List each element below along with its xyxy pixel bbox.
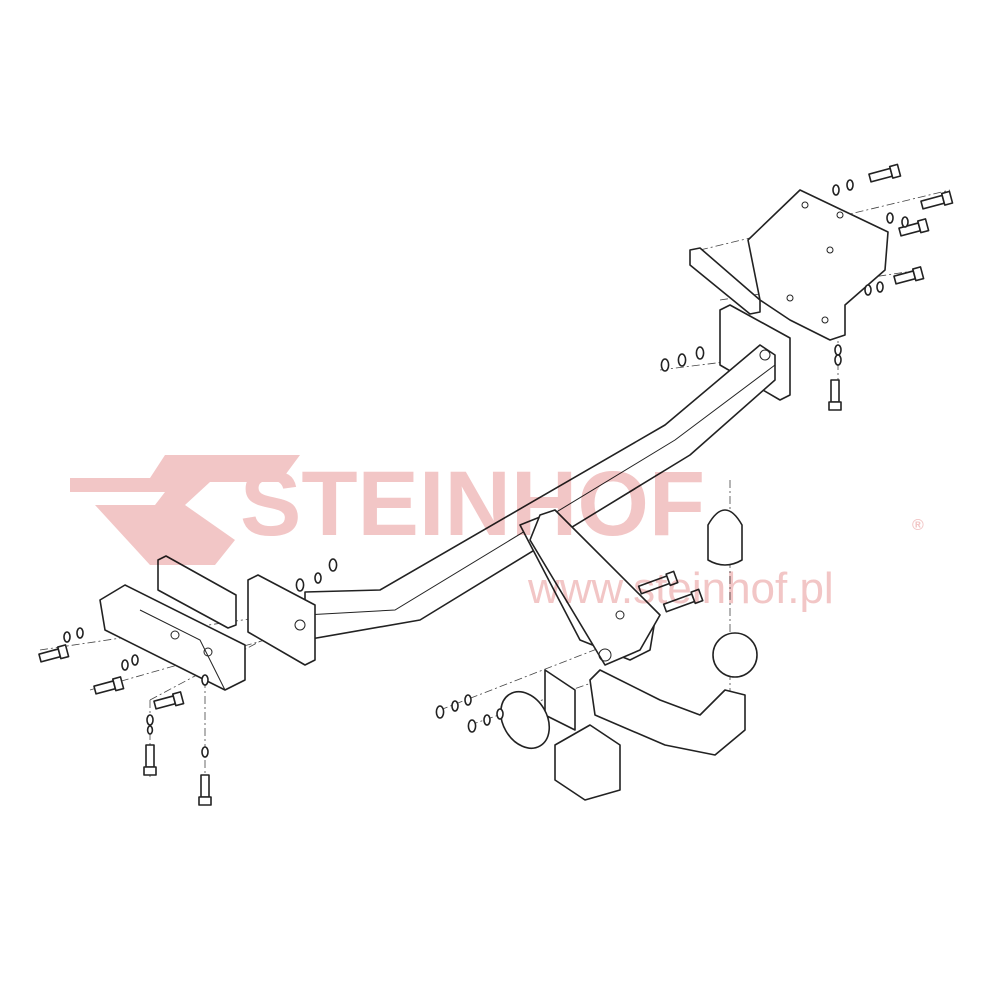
washer (121, 659, 129, 671)
washer (876, 281, 884, 293)
washer (201, 674, 209, 686)
left-mounting-bracket (99, 555, 246, 691)
washer (464, 694, 472, 706)
bolt (38, 644, 70, 663)
washer (864, 284, 872, 296)
watermark-registered: ® (912, 517, 924, 534)
electrical-socket (499, 669, 621, 801)
bolt (198, 774, 212, 806)
bolt (893, 266, 925, 285)
tow-ball (712, 632, 758, 678)
washer (146, 725, 154, 735)
bolt (868, 163, 902, 183)
washer (695, 346, 705, 360)
washer (901, 216, 909, 228)
steinhof-s-logo (70, 455, 300, 565)
bolts-nuts-washers (38, 163, 954, 806)
washer (834, 354, 842, 366)
washer (846, 179, 854, 191)
washer (660, 358, 670, 372)
steinhof-watermark: STEINHOF ® www.steinhof.pl (70, 453, 924, 613)
tow-ball-cap (707, 509, 743, 566)
washer (63, 631, 71, 643)
washer (328, 558, 338, 572)
washer (886, 212, 894, 224)
washer (435, 705, 445, 719)
washer (496, 708, 504, 720)
washer (467, 719, 477, 733)
tow-ball-neck (589, 632, 758, 756)
drop-plates (519, 509, 661, 666)
washer (314, 572, 322, 584)
washer (832, 184, 840, 196)
washer (451, 700, 459, 712)
washer (483, 714, 491, 726)
bolt (828, 379, 842, 411)
watermark-brand: STEINHOF (240, 453, 705, 555)
washer (201, 746, 209, 758)
right-mounting-bracket (689, 189, 889, 341)
bolt (143, 744, 157, 776)
washer (295, 578, 305, 592)
washer (76, 627, 84, 639)
watermark-url: www.steinhof.pl (527, 564, 834, 613)
bolt (920, 190, 954, 210)
washer (677, 353, 687, 367)
bolt (93, 676, 125, 695)
washer (131, 654, 139, 666)
bolt (898, 218, 930, 237)
bolt (153, 691, 185, 710)
washer (834, 344, 842, 356)
washer (146, 714, 154, 726)
bolt (662, 588, 704, 613)
bolt (637, 570, 679, 595)
towbar-main-beam (247, 304, 791, 666)
